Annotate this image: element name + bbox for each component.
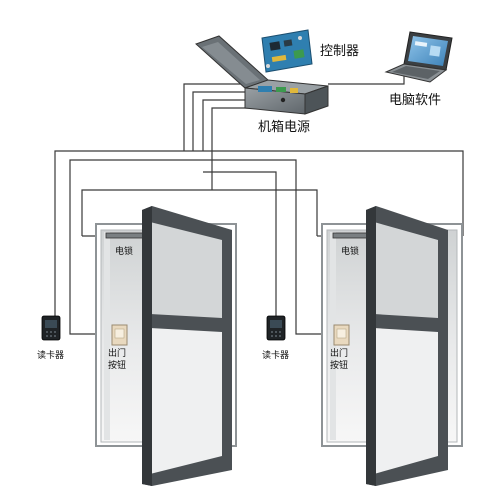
- door-right: [321, 206, 463, 486]
- electric-lock-left: [105, 232, 149, 239]
- label-card-reader-right: 读卡器: [262, 351, 290, 361]
- label-pc-software: 电脑软件: [389, 93, 442, 108]
- card-reader-left: [41, 315, 61, 341]
- wire-run-4: [81, 189, 212, 236]
- wire-run-2r: [193, 159, 297, 316]
- wire-run-2: [69, 159, 193, 316]
- wire-run-reader: [54, 150, 184, 316]
- chassis-power-box: [195, 35, 329, 115]
- label-chassis-power: 机箱电源: [258, 120, 311, 135]
- label-exit-button-right: 出门按钮: [330, 349, 349, 371]
- wire-bus-2: [192, 91, 256, 151]
- door-left: [95, 206, 237, 486]
- wire-run-reader-right: [184, 150, 464, 236]
- label-card-reader-left: 读卡器: [37, 351, 65, 361]
- wire-bus-1: [183, 83, 256, 151]
- wiring: [54, 76, 464, 335]
- laptop: [384, 31, 453, 83]
- card-reader-right: [266, 315, 286, 341]
- wire-bus-4: [211, 107, 256, 190]
- wire-run-3: [203, 171, 277, 316]
- controller-board: [261, 29, 313, 73]
- wire-bus-3: [202, 99, 256, 151]
- label-electric-lock-right: 电锁: [341, 247, 360, 257]
- label-exit-button-left: 出门按钮: [108, 349, 127, 371]
- wire-chassis-computer: [328, 76, 405, 85]
- label-electric-lock-left: 电锁: [115, 247, 134, 257]
- label-controller: 控制器: [320, 44, 360, 59]
- wire-run-4r: [212, 189, 318, 236]
